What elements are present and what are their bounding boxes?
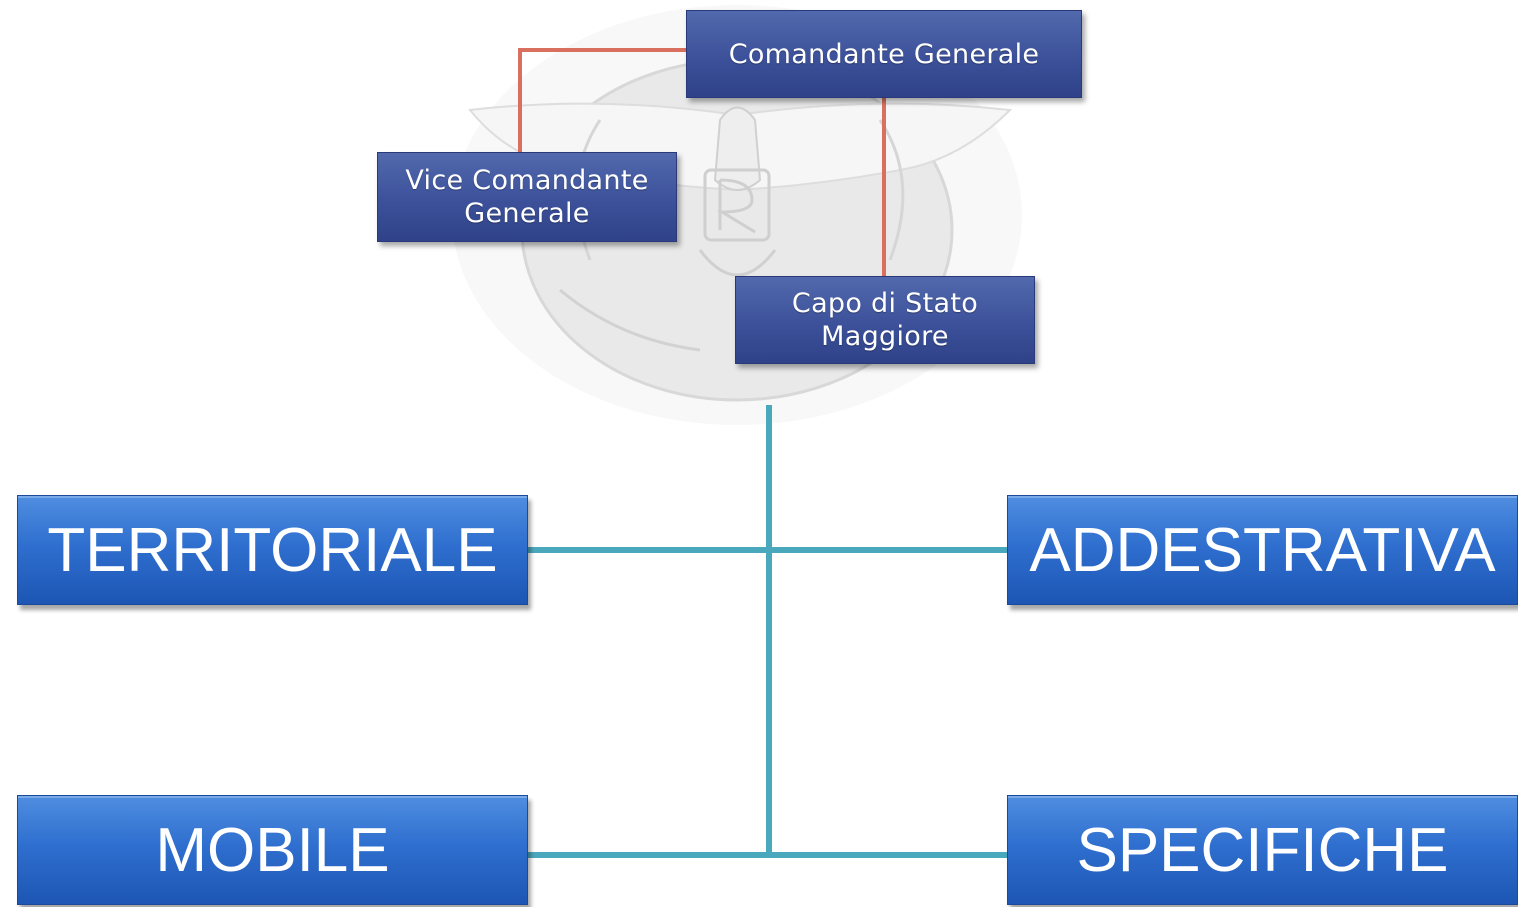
addestrativa-box: ADDESTRATIVA [1007,495,1518,605]
vice-comandante-label-line2: Generale [464,198,590,229]
specifiche-label: SPECIFICHE [1076,815,1449,885]
vice-comandante-label-line1: Vice Comandante [405,165,649,196]
comandante-generale-box: Comandante Generale [686,10,1082,98]
territoriale-label: TERRITORIALE [47,515,498,585]
capo-stato-maggiore-label-line2: Maggiore [821,321,949,352]
top-connectors [518,48,886,278]
mobile-box: MOBILE [17,795,528,905]
mobile-label: MOBILE [155,815,390,885]
capo-stato-maggiore-box: Capo di Stato Maggiore [735,276,1035,364]
vice-comandante-box: Vice Comandante Generale [377,152,677,242]
comandante-generale-label: Comandante Generale [728,38,1040,70]
capo-stato-maggiore-label-line1: Capo di Stato [791,288,979,319]
specifiche-box: SPECIFICHE [1007,795,1518,905]
addestrativa-label: ADDESTRATIVA [1029,515,1496,585]
connector-comandante-vice [518,48,690,154]
bottom-connectors [528,405,1007,858]
territoriale-box: TERRITORIALE [17,495,528,605]
